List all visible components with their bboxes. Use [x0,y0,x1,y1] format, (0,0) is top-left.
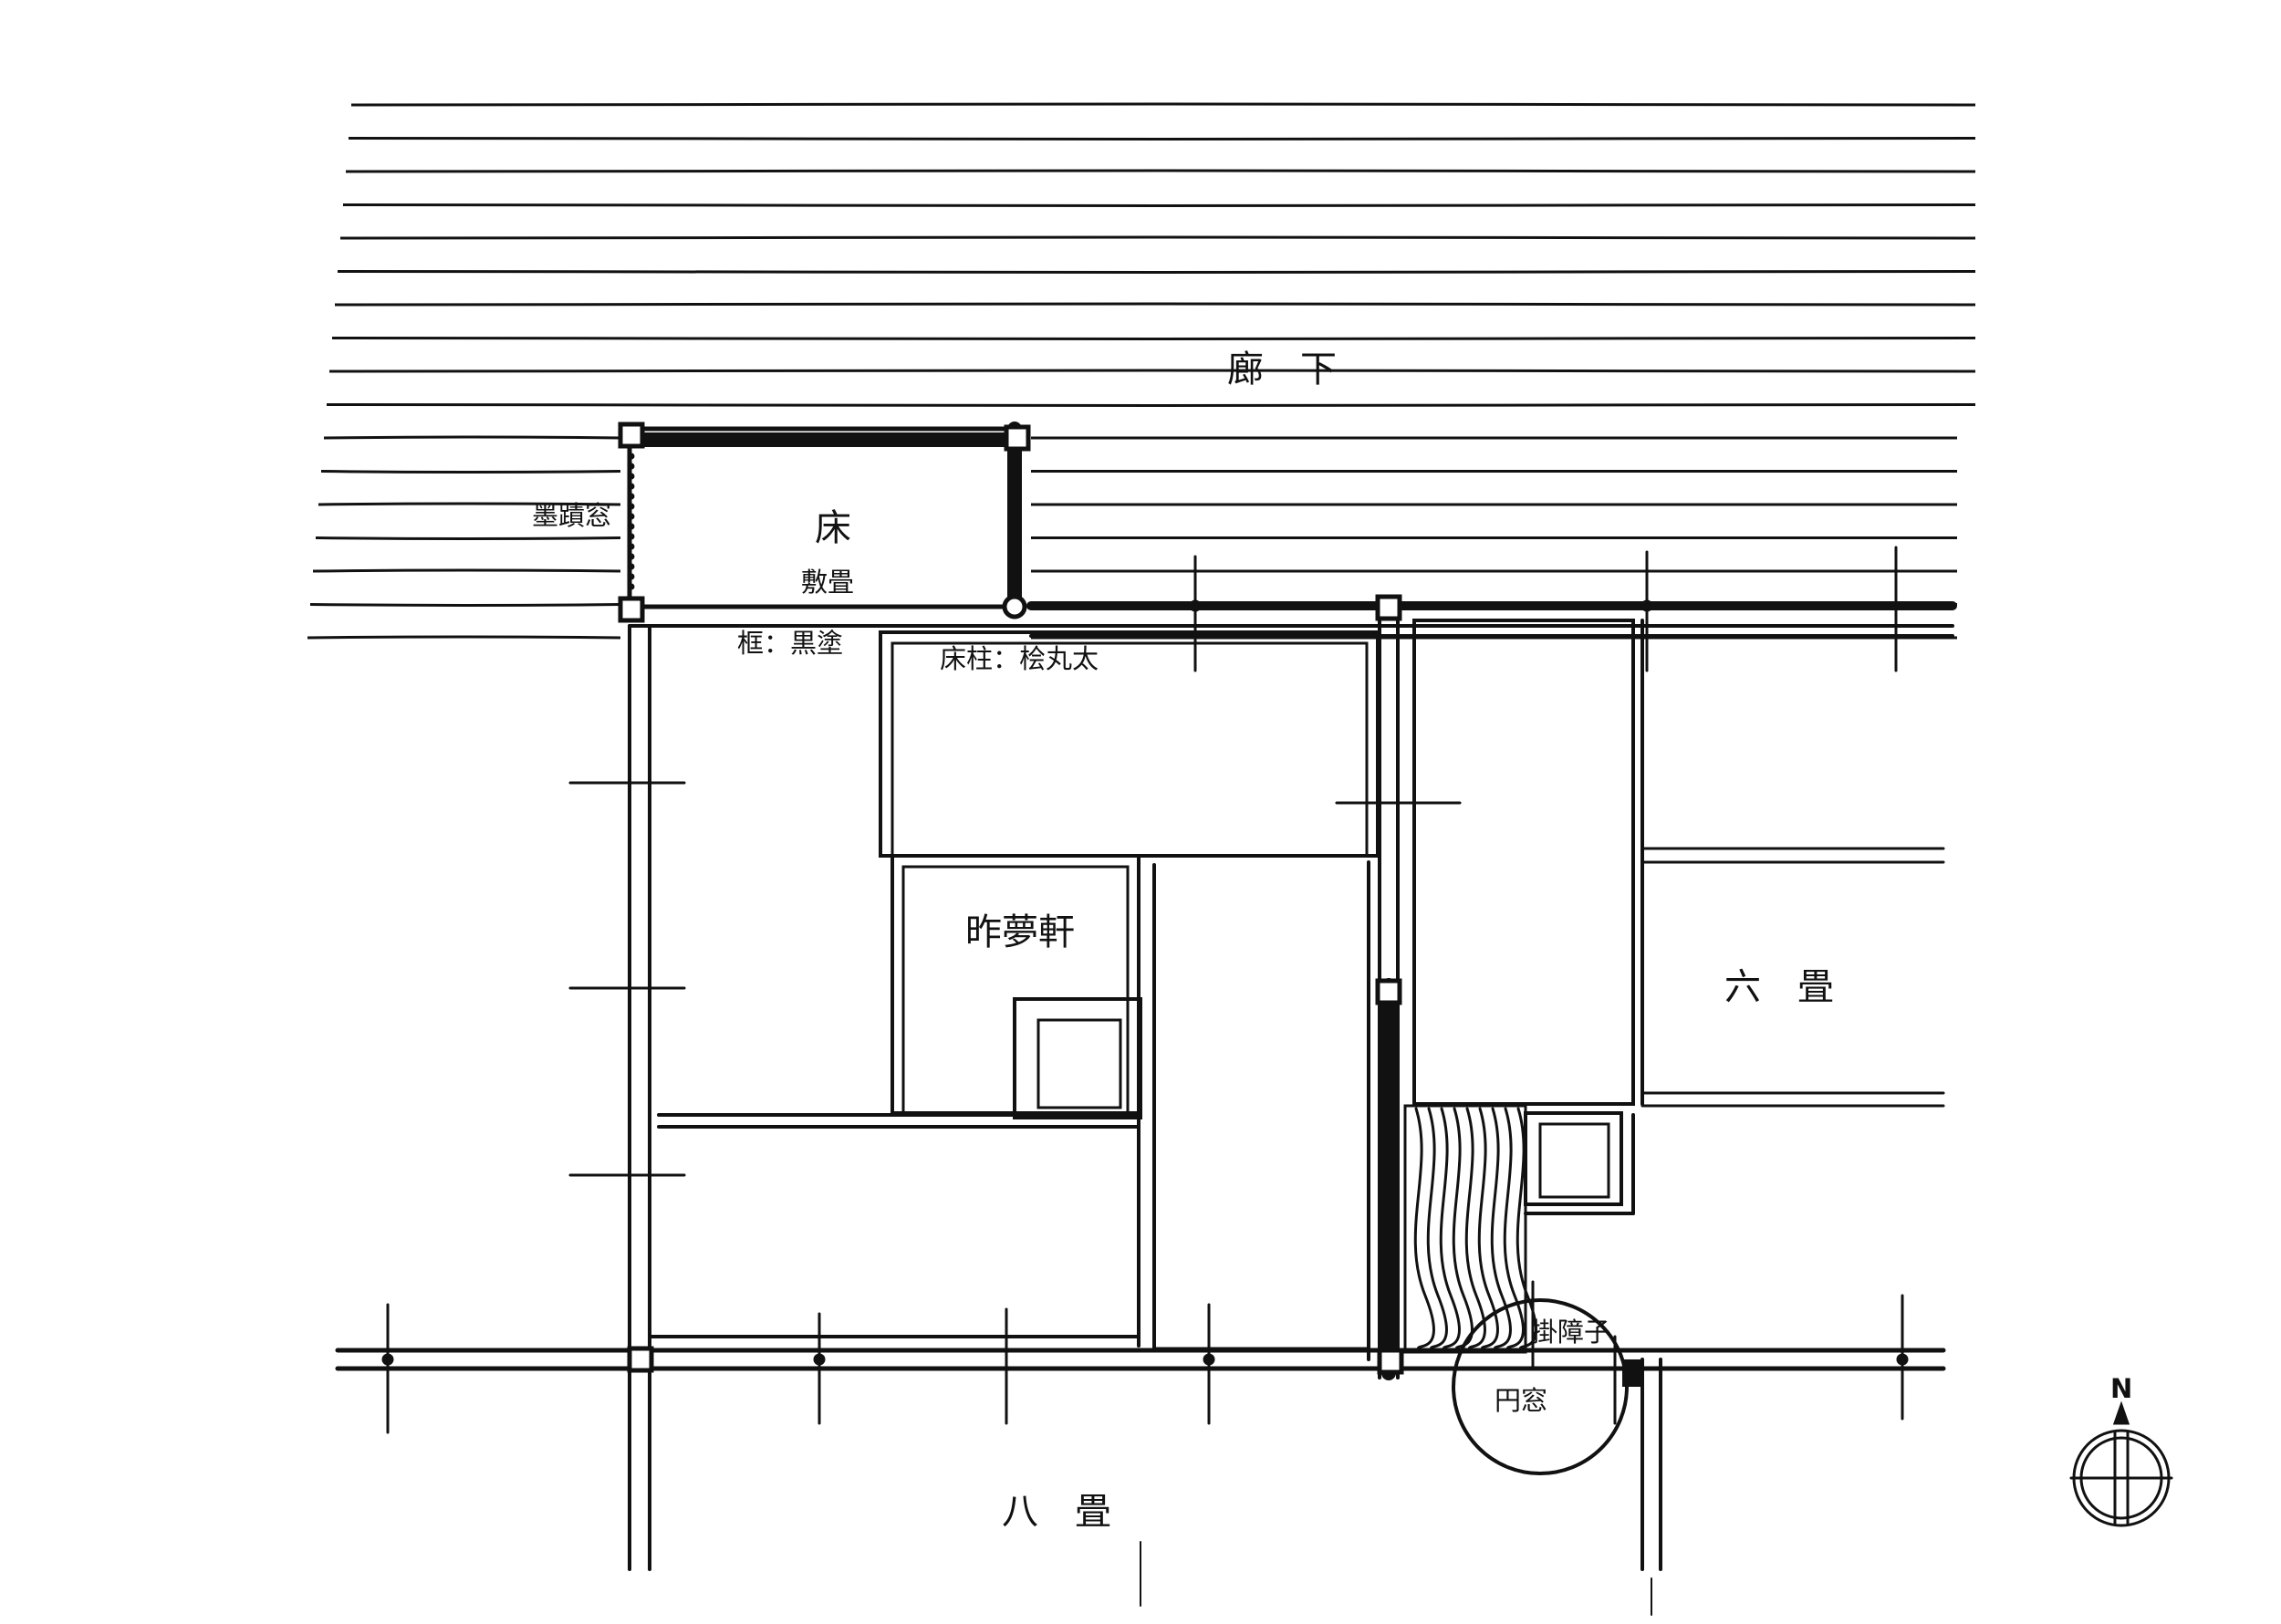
window-dot [628,453,635,460]
tokobashira-post [1002,594,1027,619]
kamachi-label: 框：黒塗 [737,628,843,659]
wood-grain-line [1426,1107,1448,1352]
floorboard-line [1030,536,1958,540]
small-window-inner [1036,1018,1122,1109]
floorboard-line [315,536,621,540]
arrow-head-icon [2112,1400,2130,1425]
floorboard-line [328,369,1976,373]
window-dot [628,563,635,570]
floorboard-line [348,137,1976,141]
track-dot [381,1353,394,1366]
window-dot [628,583,635,590]
bokusekimado-window [628,453,635,590]
post [627,1346,654,1373]
right-panel [1412,619,1635,1106]
north-arrow [2069,1400,2173,1527]
eight-tatami-label: 八 畳 [1002,1491,1111,1533]
wood-grain-line [1452,1107,1474,1352]
window-dot [628,483,635,490]
floorboard-line [350,102,1976,107]
wood-grain-line [1439,1107,1461,1352]
north-label: N [2110,1373,2132,1404]
bokusekimado-label: 墨蹟窓 [532,500,611,531]
wood-grain-panel [1403,1104,1537,1354]
walls [335,422,1957,1616]
window-dot [628,473,635,480]
wood-grain-line [1477,1107,1499,1352]
track-dot [1189,599,1202,612]
wood-grain-line [1413,1107,1435,1352]
floorboard-line [334,302,1976,307]
floorboard-line [345,169,1976,173]
window-dot [628,503,635,510]
window-dot [628,463,635,470]
corridor-floorboards [307,102,1976,640]
window-dot [628,543,635,550]
wood-panel [1403,1104,1527,1354]
corridor-label: 廊 下 [1227,349,1337,390]
post [1377,1348,1404,1375]
floorboard-line [331,337,1976,340]
small-shelf-inner [1538,1122,1610,1199]
floorboard-line [323,435,621,440]
track-dot [1203,1353,1215,1366]
window-dot [628,493,635,500]
floorboard-line [337,270,1976,274]
floorboard-line [1030,636,1958,640]
window-dot [628,533,635,540]
window-dot [628,553,635,560]
post [618,422,645,449]
kakeshoji-label: 掛障子 [1531,1317,1610,1348]
floorboard-line [318,502,621,506]
floorboard-line [1030,470,1958,474]
enso-label: 円窓 [1495,1385,1547,1416]
sliding-door-markers [381,546,1909,1434]
wood-grain-line [1490,1107,1512,1352]
floorboard-line [307,635,621,640]
posts [618,422,1404,1375]
wood-grain-line [1515,1107,1537,1352]
wood-grain-line [1503,1107,1525,1352]
post [1004,424,1031,452]
floorboard-line [339,235,1976,240]
track-dot [1896,1353,1909,1366]
inner-room-north-inner [891,641,1369,858]
window-dot [628,513,635,520]
six-tatami-label: 六 畳 [1724,966,1834,1008]
window-dot [628,573,635,580]
hanging-post [1622,1359,1642,1387]
floorboard-line [320,470,621,474]
window-dot [628,523,635,530]
wood-grain-line [1464,1107,1486,1352]
tokonoma-label: 床 [815,507,851,549]
floorboard-line [326,403,1976,407]
room-name-label: 昨夢軒 [965,911,1075,953]
floorboard-line [309,603,621,607]
shikitatami-label: 敷畳 [801,567,854,598]
floorboard-line [342,203,1976,207]
track-dot [813,1353,826,1366]
floorboard-line [312,568,621,573]
post [1375,978,1402,1005]
floorboard-line [1030,569,1958,574]
tokobashira-label: 床柱：桧丸太 [940,643,1099,674]
floorboard-line [1030,436,1958,441]
track-dot [1640,599,1653,612]
post [618,596,645,623]
post [1375,594,1402,621]
